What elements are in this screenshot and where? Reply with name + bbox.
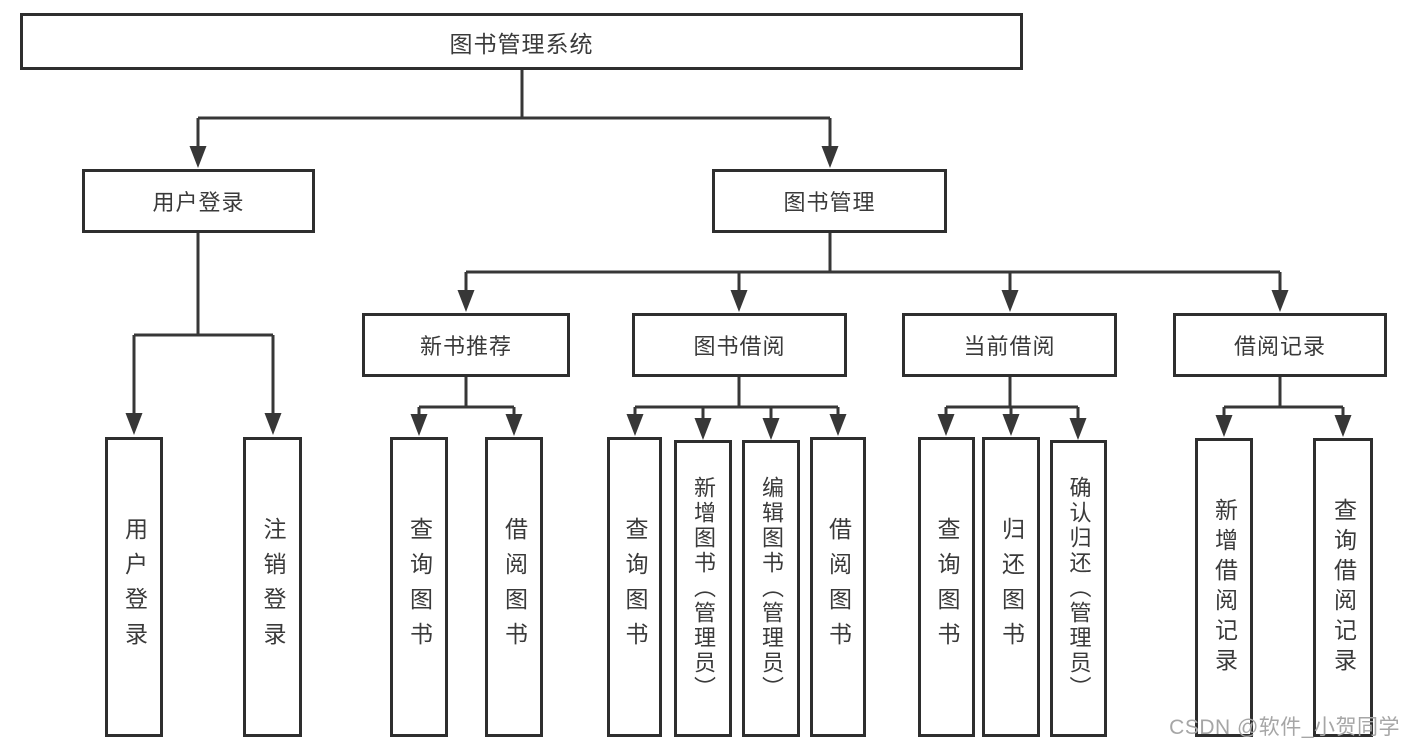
node-current-borrowing: 当前借阅 (902, 313, 1117, 377)
leaf-query-borrowing-record: 查询借阅记录 (1313, 438, 1373, 737)
node-user-login: 用户登录 (82, 169, 315, 233)
leaf-logout: 注销登录 (243, 437, 302, 737)
leaf-recommend-borrow-books-label: 借阅图书 (501, 517, 528, 657)
leaf-edit-books-admin: 编辑图书（管理员） (742, 440, 800, 737)
node-new-book-recommendation-label: 新书推荐 (419, 334, 512, 359)
leaf-borrowing-query-books-label: 查询图书 (622, 517, 648, 657)
leaf-query-borrowing-record-label: 查询借阅记录 (1330, 497, 1357, 678)
node-book-management: 图书管理 (712, 169, 947, 233)
leaf-confirm-return-admin: 确认归还（管理员） (1050, 440, 1107, 737)
leaf-borrowing-borrow-books-label: 借阅图书 (825, 517, 852, 657)
leaf-borrowing-borrow-books: 借阅图书 (810, 437, 866, 737)
leaf-logout-label: 注销登录 (260, 517, 286, 657)
leaf-borrowing-query-books: 查询图书 (607, 437, 662, 737)
node-library-management-system: 图书管理系统 (20, 13, 1023, 70)
leaf-recommend-borrow-books: 借阅图书 (485, 437, 543, 737)
csdn-watermark: CSDN @软件_小贺同学 (1169, 716, 1400, 739)
leaf-recommend-query-books: 查询图书 (390, 437, 448, 737)
leaf-current-query-books: 查询图书 (918, 437, 975, 737)
leaf-recommend-query-books-label: 查询图书 (406, 517, 433, 657)
leaf-add-books-admin-label: 新增图书（管理员） (691, 476, 716, 701)
node-borrowing-records-label: 借阅记录 (1233, 334, 1326, 359)
node-user-login-label: 用户登录 (152, 190, 245, 215)
node-new-book-recommendation: 新书推荐 (362, 313, 570, 377)
leaf-user-login-label: 用户登录 (121, 517, 148, 657)
node-library-management-system-label: 图书管理系统 (449, 30, 594, 57)
leaf-add-books-admin: 新增图书（管理员） (674, 440, 732, 737)
leaf-add-borrowing-record-label: 新增借阅记录 (1211, 497, 1238, 678)
node-book-borrowing-label: 图书借阅 (693, 334, 786, 359)
node-current-borrowing-label: 当前借阅 (963, 334, 1056, 359)
node-borrowing-records: 借阅记录 (1173, 313, 1387, 377)
node-book-borrowing: 图书借阅 (632, 313, 847, 377)
leaf-edit-books-admin-label: 编辑图书（管理员） (759, 476, 784, 701)
leaf-user-login: 用户登录 (105, 437, 163, 737)
leaf-current-query-books-label: 查询图书 (934, 517, 960, 657)
leaf-confirm-return-admin-label: 确认归还（管理员） (1066, 476, 1092, 701)
leaf-add-borrowing-record: 新增借阅记录 (1195, 438, 1253, 737)
leaf-return-books: 归还图书 (982, 437, 1040, 737)
node-book-management-label: 图书管理 (783, 190, 876, 215)
leaf-return-books-label: 归还图书 (998, 517, 1025, 657)
